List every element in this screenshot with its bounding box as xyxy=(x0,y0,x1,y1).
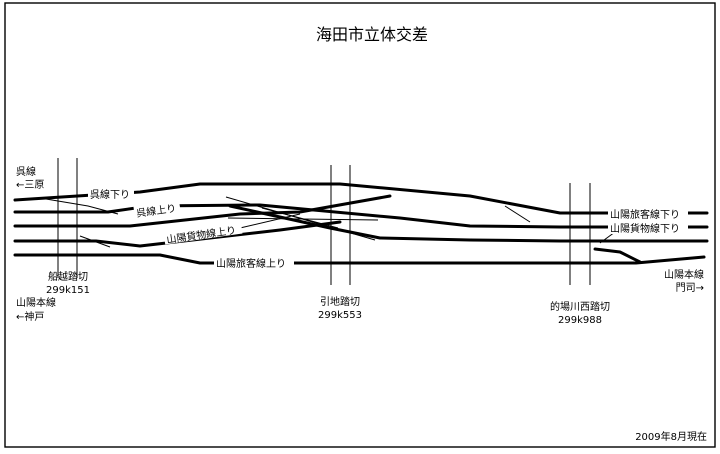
date-note: 2009年8月現在 xyxy=(635,430,707,443)
crossover-right-upper xyxy=(504,205,531,223)
label-sanyo-direction-right: 門司→ xyxy=(676,282,704,294)
crossing-km-hikiji: 299k553 xyxy=(318,310,362,321)
crossing-labels: 船越踏切 299k151 引地踏切 299k553 的場川西踏切 299k988 xyxy=(46,270,610,326)
right-direction-labels: 山陽本線 門司→ xyxy=(664,268,704,294)
track-labels: 呉線下り 呉線上り 山陽貨物線上り 山陽旅客線上り 山陽旅客線下り 山陽貨物線下… xyxy=(88,188,688,270)
crossing-km-matobagawanishi: 299k988 xyxy=(558,315,602,326)
crossing-matobagawanishi xyxy=(569,183,591,285)
track-kure-up xyxy=(13,203,709,229)
track-freight-up xyxy=(13,194,392,228)
track-passenger-main xyxy=(13,253,706,265)
crossing-funakoshi xyxy=(57,158,78,278)
label-bg-freight-down xyxy=(608,222,688,234)
label-kure-down: 呉線下り xyxy=(90,188,130,201)
label-passenger-down: 山陽旅客線下り xyxy=(610,208,680,221)
label-sanyo-direction-left: ←神戸 xyxy=(16,310,44,323)
label-bg-kure-up xyxy=(133,199,181,219)
crossing-km-funakoshi: 299k151 xyxy=(46,285,90,296)
label-bg-passenger-up xyxy=(214,257,294,269)
label-kure-line: 呉線 xyxy=(16,165,36,178)
label-passenger-up: 山陽旅客線上り xyxy=(216,257,286,270)
label-bg-kure-down xyxy=(88,188,134,200)
track-passenger-down-end xyxy=(593,247,642,264)
crossing-name-matobagawanishi: 的場川西踏切 xyxy=(550,300,610,313)
tracks xyxy=(13,182,709,265)
left-direction-labels: 呉線 ←三原 山陽本線 ←神戸 xyxy=(16,165,56,323)
label-kure-direction: ←三原 xyxy=(16,179,44,191)
crossing-name-funakoshi: 船越踏切 xyxy=(48,270,88,283)
label-bg-freight-up xyxy=(163,221,243,245)
diagram-title: 海田市立体交差 xyxy=(316,25,428,44)
label-bg-passenger-down xyxy=(608,208,688,220)
label-freight-down: 山陽貨物線下り xyxy=(610,222,680,235)
crossover-center-d xyxy=(239,213,301,229)
label-sanyo-main-left: 山陽本線 xyxy=(16,296,56,309)
crossing-name-hikiji: 引地踏切 xyxy=(320,295,360,308)
track-kure-down xyxy=(13,182,709,215)
track-passenger-up xyxy=(13,220,342,248)
label-sanyo-main-right: 山陽本線 xyxy=(664,268,704,281)
